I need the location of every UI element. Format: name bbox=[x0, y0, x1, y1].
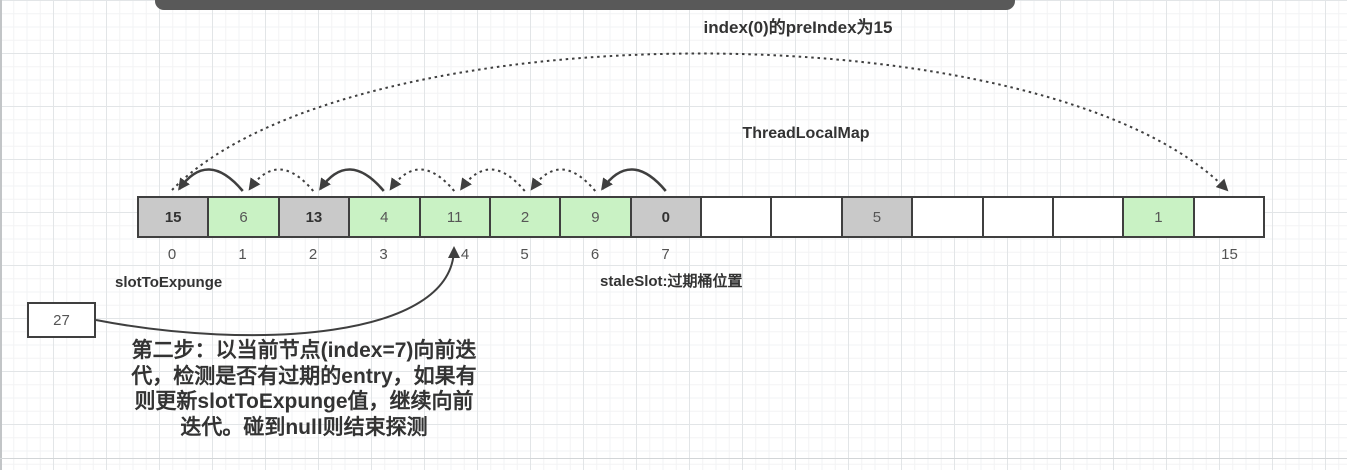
prev-arc-7-to-6 bbox=[601, 168, 667, 192]
step-note: 第二步：以当前节点(index=7)向前迭 代，检测是否有过期的entry，如果… bbox=[118, 338, 490, 440]
threadlocalmap-label: ThreadLocalMap bbox=[742, 125, 870, 142]
prev-arc-5-to-4 bbox=[460, 168, 526, 192]
array-cell-9[interactable] bbox=[772, 198, 843, 236]
note-line-3: 则更新slotToExpunge值，继续向前 bbox=[134, 390, 474, 413]
array-cell-6[interactable]: 9 bbox=[561, 198, 632, 236]
array-cell-3[interactable]: 4 bbox=[350, 198, 421, 236]
array-cell-4[interactable]: 11 bbox=[420, 198, 491, 236]
prev-arc-2-to-1 bbox=[248, 168, 315, 192]
probe-value-box[interactable]: 27 bbox=[27, 302, 96, 338]
index-label-6: 6 bbox=[590, 246, 600, 263]
index-label-2: 2 bbox=[308, 246, 318, 263]
array-cell-10[interactable]: 5 bbox=[842, 198, 914, 236]
array-cell-2[interactable]: 13 bbox=[279, 198, 351, 236]
canvas-bottom-edge bbox=[0, 458, 1347, 459]
array-cell-12[interactable] bbox=[983, 198, 1054, 236]
index-label-4: 4 bbox=[460, 246, 470, 263]
array-cell-0[interactable]: 15 bbox=[139, 198, 210, 236]
stale-slot-label: staleSlot:过期桶位置 bbox=[600, 273, 743, 290]
index-label-1: 1 bbox=[238, 246, 247, 263]
note-line-1: 第二步：以当前节点(index=7)向前迭 bbox=[131, 339, 477, 362]
prev-arc-3-to-2 bbox=[319, 168, 385, 192]
pre-index-heading: index(0)的preIndex为15 bbox=[703, 18, 893, 37]
array-cell-13[interactable] bbox=[1053, 198, 1125, 236]
index-label-7: 7 bbox=[661, 246, 670, 263]
index-label-15: 15 bbox=[1221, 246, 1238, 263]
array-cell-8[interactable] bbox=[702, 198, 773, 236]
collapsed-bar-shape[interactable] bbox=[155, 0, 1015, 10]
array-cell-15[interactable] bbox=[1194, 198, 1263, 236]
prev-arc-1-to-0 bbox=[178, 168, 244, 192]
slot-to-expunge-label: slotToExpunge bbox=[115, 274, 223, 291]
array-cell-5[interactable]: 2 bbox=[490, 198, 562, 236]
index-label-5: 5 bbox=[520, 246, 529, 263]
array-cell-1[interactable]: 6 bbox=[209, 198, 280, 236]
array-cell-7[interactable]: 0 bbox=[631, 198, 702, 236]
array-cell-11[interactable] bbox=[913, 198, 984, 236]
wrap-around-arc-0-to-15 bbox=[171, 52, 1229, 192]
probe-value: 27 bbox=[53, 311, 70, 329]
canvas-left-edge bbox=[0, 0, 2, 470]
index-label-3: 3 bbox=[379, 246, 388, 263]
index-label-0: 0 bbox=[167, 246, 177, 263]
array-cell-14[interactable]: 1 bbox=[1124, 198, 1195, 236]
note-line-4: 迭代。碰到null则结束探测 bbox=[180, 415, 428, 439]
prev-arc-4-to-3 bbox=[389, 168, 456, 192]
note-line-2: 代，检测是否有过期的entry，如果有 bbox=[131, 364, 477, 388]
prev-arc-6-to-5 bbox=[530, 168, 597, 192]
